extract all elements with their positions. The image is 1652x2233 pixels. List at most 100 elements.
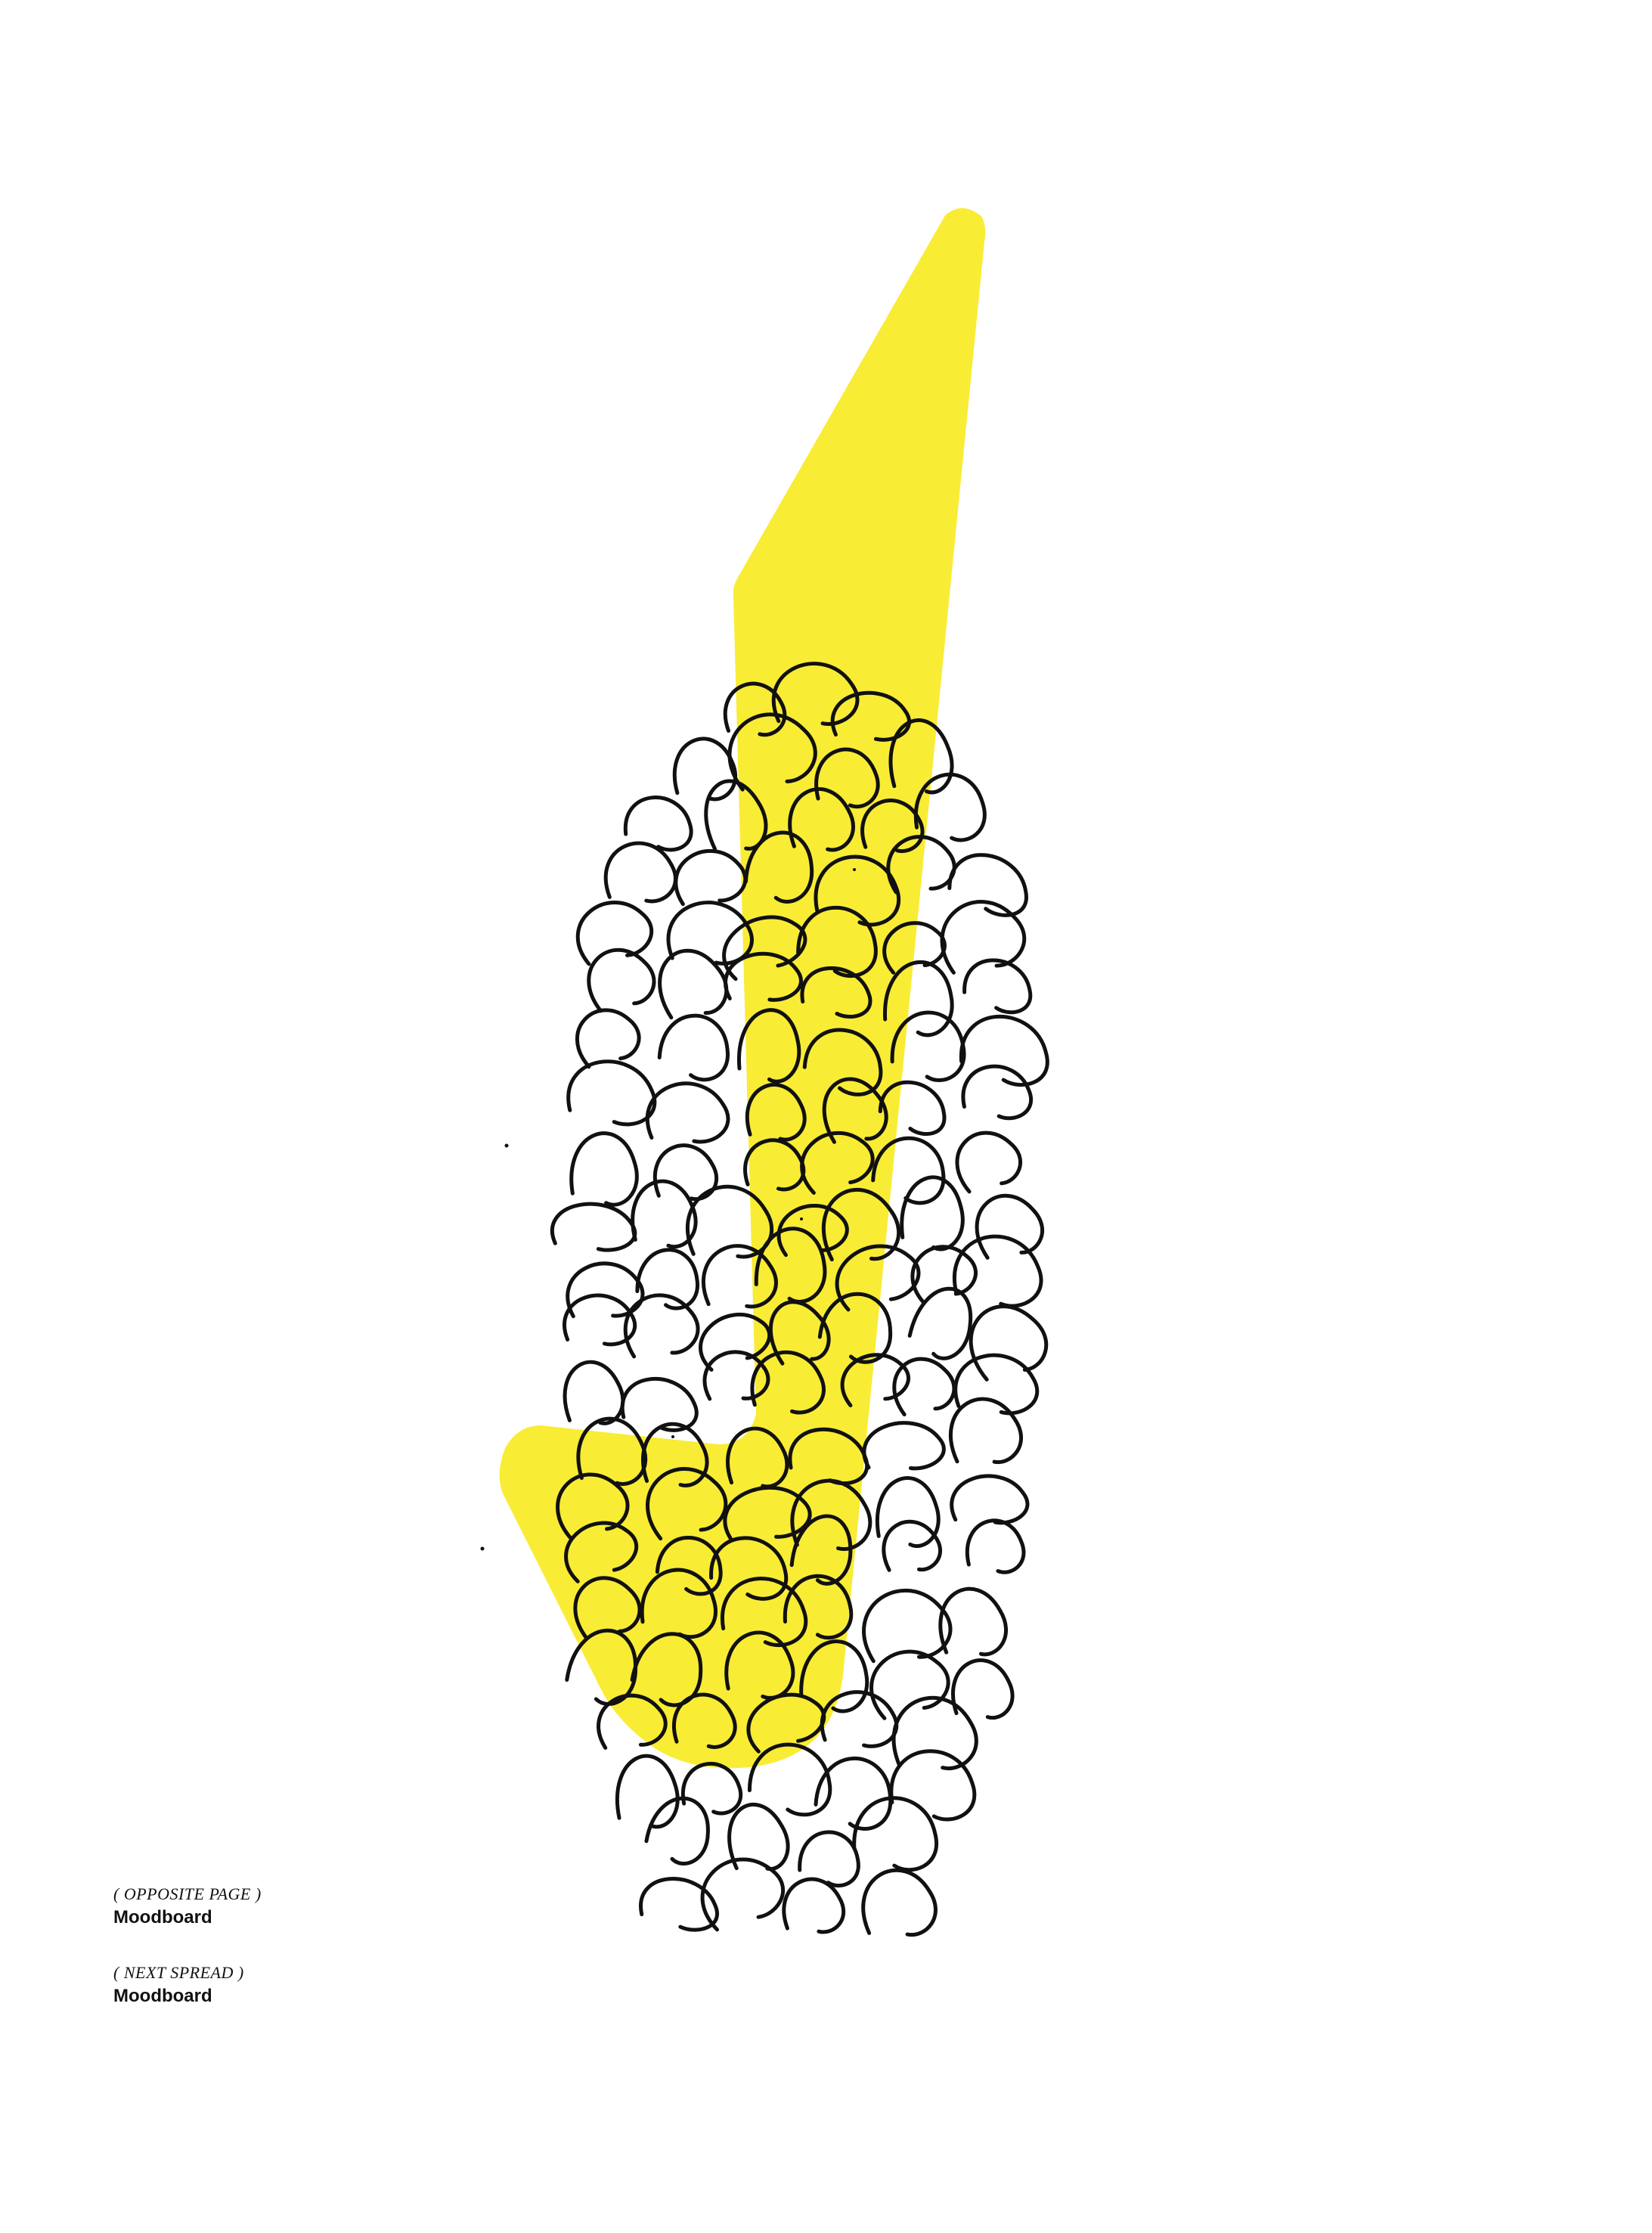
- petal-stroke: [635, 1248, 699, 1310]
- petal-stroke: [835, 1244, 921, 1312]
- petal-stroke: [603, 841, 677, 904]
- petal-stroke: [641, 1422, 709, 1487]
- ink-specks-icon: [480, 868, 856, 1551]
- petal-stroke: [822, 1077, 888, 1144]
- petal-stroke: [951, 1658, 1015, 1720]
- petal-stroke: [639, 1877, 719, 1932]
- petal-stroke: [871, 1136, 946, 1205]
- petal-stroke: [953, 1234, 1043, 1308]
- petal-stroke: [563, 1360, 625, 1425]
- petal-stroke: [882, 1519, 942, 1572]
- petal-stroke: [575, 1008, 641, 1069]
- petal-stroke: [891, 1695, 978, 1771]
- petal-stroke: [768, 1300, 831, 1366]
- petal-stroke: [700, 1857, 786, 1932]
- petal-stroke: [615, 1754, 680, 1829]
- petal-stroke: [947, 853, 1028, 917]
- captions-block: ( OPPOSITE PAGE ) Moodboard ( NEXT SPREA…: [113, 1883, 567, 2040]
- petal-stroke: [852, 1796, 939, 1872]
- petal-stroke: [788, 787, 855, 852]
- petal-stroke: [959, 1014, 1049, 1087]
- petal-stroke: [800, 966, 872, 1019]
- yellow-letter-j-icon: [499, 208, 986, 1769]
- petal-stroke: [788, 1427, 869, 1486]
- petal-stroke: [550, 1202, 637, 1252]
- petal-stroke: [565, 1628, 638, 1706]
- caption-kicker: ( OPPOSITE PAGE ): [113, 1884, 262, 1903]
- petal-stroke: [564, 1521, 638, 1583]
- petal-stroke: [747, 1742, 832, 1817]
- petal-stroke: [724, 951, 803, 1002]
- petal-stroke: [771, 662, 860, 726]
- petal-stroke: [950, 1474, 1030, 1525]
- petal-stroke: [800, 1130, 875, 1195]
- petal-stroke: [645, 1081, 730, 1144]
- petal-stroke: [623, 1293, 700, 1359]
- petal-stroke: [655, 1535, 723, 1596]
- petal-stroke: [938, 1586, 1009, 1657]
- petal-stroke: [743, 830, 814, 904]
- petal-stroke: [640, 1568, 718, 1639]
- petal-stroke: [702, 1244, 778, 1309]
- petal-stroke: [889, 1749, 977, 1822]
- petal-stroke: [631, 1179, 698, 1249]
- petal-stroke: [726, 1426, 789, 1489]
- petal-stroke: [886, 835, 956, 895]
- petal-stroke: [657, 1013, 730, 1082]
- petal-stroke: [840, 1353, 911, 1408]
- petal-stroke: [962, 958, 1033, 1015]
- petal-stroke: [869, 1649, 950, 1720]
- petal-stroke: [680, 1762, 742, 1816]
- petal-stroke: [566, 1059, 657, 1127]
- petal-stroke: [969, 1304, 1049, 1382]
- petal-stroke: [907, 1286, 973, 1360]
- petal-stroke: [878, 1080, 947, 1136]
- petal-stroke: [709, 1536, 789, 1601]
- petal-stroke: [913, 772, 987, 842]
- petal-stroke: [910, 1245, 978, 1304]
- petal-stroke: [965, 1518, 1026, 1574]
- petal-stroke: [862, 1421, 946, 1471]
- petal-stroke: [666, 901, 754, 966]
- petal-stroke: [672, 1692, 737, 1749]
- petal-stroke: [644, 1796, 710, 1865]
- petal-stroke: [953, 1353, 1040, 1416]
- petal-stroke: [727, 1802, 790, 1871]
- petal-stroke: [821, 1187, 901, 1262]
- petal-stroke: [658, 948, 729, 1020]
- petal-stroke: [737, 1008, 801, 1084]
- petal-stroke: [876, 1476, 941, 1548]
- petal-stroke: [743, 1138, 806, 1192]
- petal-stroke: [569, 1131, 639, 1207]
- petal-stroke: [776, 1204, 849, 1258]
- petal-stroke: [652, 1143, 719, 1202]
- scribble-petals-icon: [550, 662, 1049, 1937]
- petal-stroke: [723, 1485, 812, 1542]
- petal-stroke: [699, 1313, 772, 1372]
- petal-stroke: [900, 1175, 965, 1251]
- petal-stroke: [597, 1693, 668, 1750]
- petal-stroke: [890, 1010, 966, 1082]
- petal-stroke: [573, 1576, 642, 1640]
- petal-stroke: [817, 1292, 893, 1364]
- petal-stroke: [563, 1293, 637, 1347]
- petal-stroke: [883, 960, 954, 1037]
- petal-stroke: [861, 1868, 938, 1937]
- petal-stroke: [721, 1576, 808, 1647]
- petal-stroke: [620, 1377, 699, 1432]
- petal-stroke: [814, 747, 880, 808]
- petal-stroke: [624, 796, 693, 852]
- caption-title: Moodboard: [113, 1907, 212, 1928]
- petal-stroke: [882, 921, 947, 975]
- petal-stroke: [798, 1830, 860, 1887]
- petal-stroke: [746, 1692, 826, 1754]
- petal-stroke: [961, 1064, 1033, 1121]
- petal-stroke: [556, 1472, 630, 1541]
- petal-stroke: [702, 1350, 770, 1401]
- petal-stroke: [814, 1756, 893, 1831]
- petal-stroke: [975, 1193, 1044, 1260]
- petal-stroke: [630, 1632, 703, 1707]
- petal-stroke: [862, 1588, 953, 1664]
